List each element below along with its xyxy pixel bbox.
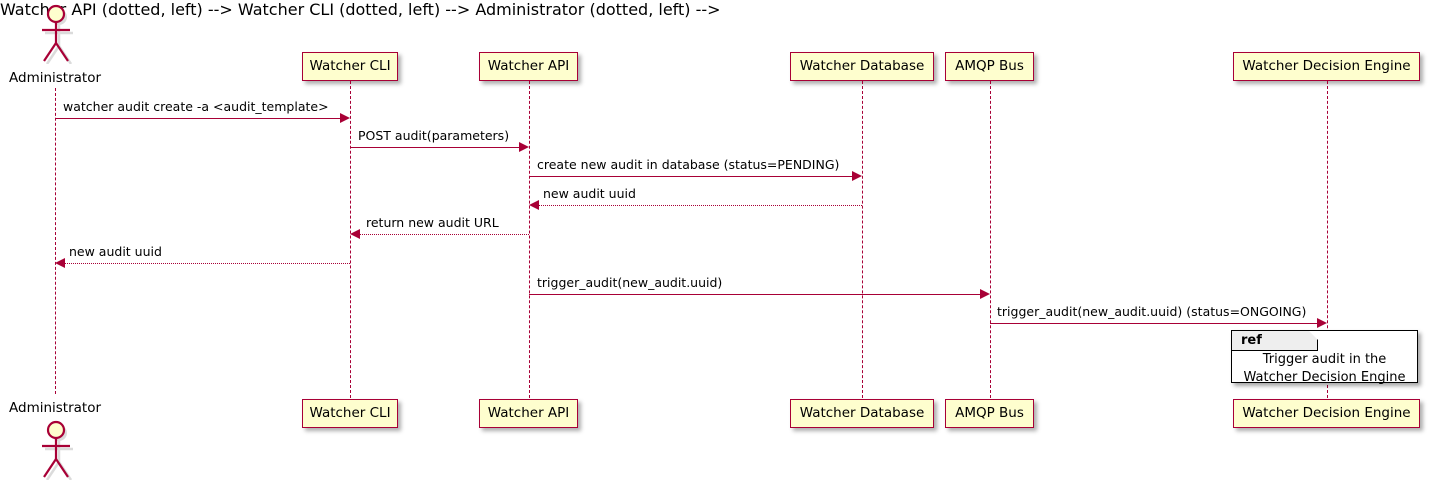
participant-amqp-bus-top[interactable]: AMQP Bus [945,52,1034,81]
lifeline-amqp-bus [990,81,991,398]
message-line [360,234,529,235]
message-label: POST audit(parameters) [358,128,510,144]
arrowhead-right-icon [980,289,990,299]
arrowhead-right-icon [1317,318,1327,328]
arrowhead-right-icon [852,171,862,181]
actor-figure-icon [42,420,73,481]
lifeline-watcher-decision-engine [1327,81,1328,398]
lifeline-watcher-database [862,81,863,398]
actor-administrator-top[interactable] [28,2,84,65]
message-line [55,118,340,119]
message-label: return new audit URL [366,215,499,231]
participant-amqp-bus-bottom[interactable]: AMQP Bus [945,399,1034,428]
arrowhead-right-icon [340,113,350,123]
participant-watcher-decision-engine-top[interactable]: Watcher Decision Engine [1233,52,1420,81]
message-line [539,205,862,206]
participant-watcher-database-top[interactable]: Watcher Database [790,52,934,81]
participant-watcher-cli-top[interactable]: Watcher CLI [302,52,398,81]
participant-watcher-api-bottom[interactable]: Watcher API [479,399,578,428]
ref-fragment-line-1: Trigger audit in the [1262,352,1387,367]
arrowhead-left-icon [350,229,360,239]
participant-watcher-database-bottom[interactable]: Watcher Database [790,399,934,428]
message-line [65,263,350,264]
actor-figure-icon [42,4,73,65]
lifeline-watcher-api [529,81,530,398]
arrowhead-left-icon [529,200,539,210]
actor-label-administrator-bottom: Administrator [9,400,102,416]
message-label: new audit uuid [69,244,162,260]
participant-watcher-cli-bottom[interactable]: Watcher CLI [302,399,398,428]
message-label: watcher audit create -a <audit_template> [63,99,329,115]
message-line [529,294,980,295]
message-label: create new audit in database (status=PEN… [537,157,840,173]
ref-fragment[interactable]: ref Trigger audit in the Watcher Decisio… [1231,330,1418,386]
participant-watcher-api-top[interactable]: Watcher API [479,52,578,81]
ref-fragment-body: Trigger audit in the Watcher Decision En… [1232,351,1417,386]
participant-watcher-decision-engine-bottom[interactable]: Watcher Decision Engine [1233,399,1420,428]
lifeline-watcher-cli [350,81,351,398]
arrowhead-left-icon [55,258,65,268]
message-line [529,176,852,177]
arrowhead-right-icon [519,142,529,152]
message-line [350,147,519,148]
lifeline-administrator [55,88,56,394]
message-label: new audit uuid [543,186,636,202]
actor-label-administrator-top: Administrator [9,70,102,86]
message-label: trigger_audit(new_audit.uuid) (status=ON… [997,304,1307,320]
ref-fragment-line-2: Watcher Decision Engine [1243,369,1406,385]
actor-administrator-bottom[interactable] [28,418,84,481]
message-label: trigger_audit(new_audit.uuid) [537,275,723,291]
ref-fragment-tab-label: ref [1232,331,1318,351]
message-line [990,323,1317,324]
